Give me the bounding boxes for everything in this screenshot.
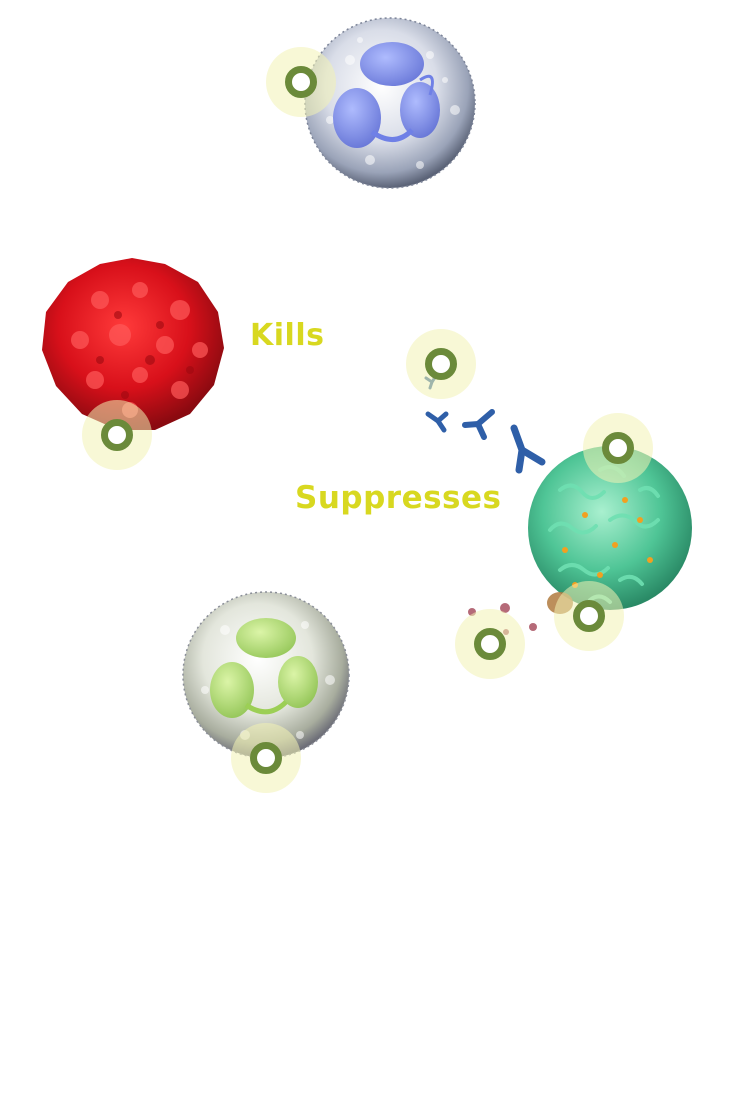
- hotspot-red-cell[interactable]: [82, 400, 152, 470]
- neutrophil-cell-blue-icon: [304, 17, 476, 189]
- suppresses-label: Suppresses: [295, 480, 502, 516]
- antibody-icon: [425, 411, 449, 433]
- hotspot-ring-icon: [250, 742, 282, 774]
- hotspot-antibodies[interactable]: [406, 329, 476, 399]
- hotspot-neutrophil-blue[interactable]: [266, 47, 336, 117]
- hotspot-ring-icon: [573, 600, 605, 632]
- hotspot-ring-icon: [425, 348, 457, 380]
- red-spiky-cell-icon: [42, 258, 224, 430]
- hotspot-ring-icon: [602, 432, 634, 464]
- hotspot-t-cell-lower[interactable]: [554, 581, 624, 651]
- hotspot-ring-icon: [285, 66, 317, 98]
- hotspot-cytokines[interactable]: [455, 609, 525, 679]
- antibody-icon: [510, 424, 546, 474]
- hotspot-ring-icon: [101, 419, 133, 451]
- hotspot-t-cell[interactable]: [583, 413, 653, 483]
- hotspot-ring-icon: [474, 628, 506, 660]
- antibody-icon: [462, 409, 495, 440]
- kills-label: Kills: [250, 318, 325, 353]
- hotspot-neutrophil-green[interactable]: [231, 723, 301, 793]
